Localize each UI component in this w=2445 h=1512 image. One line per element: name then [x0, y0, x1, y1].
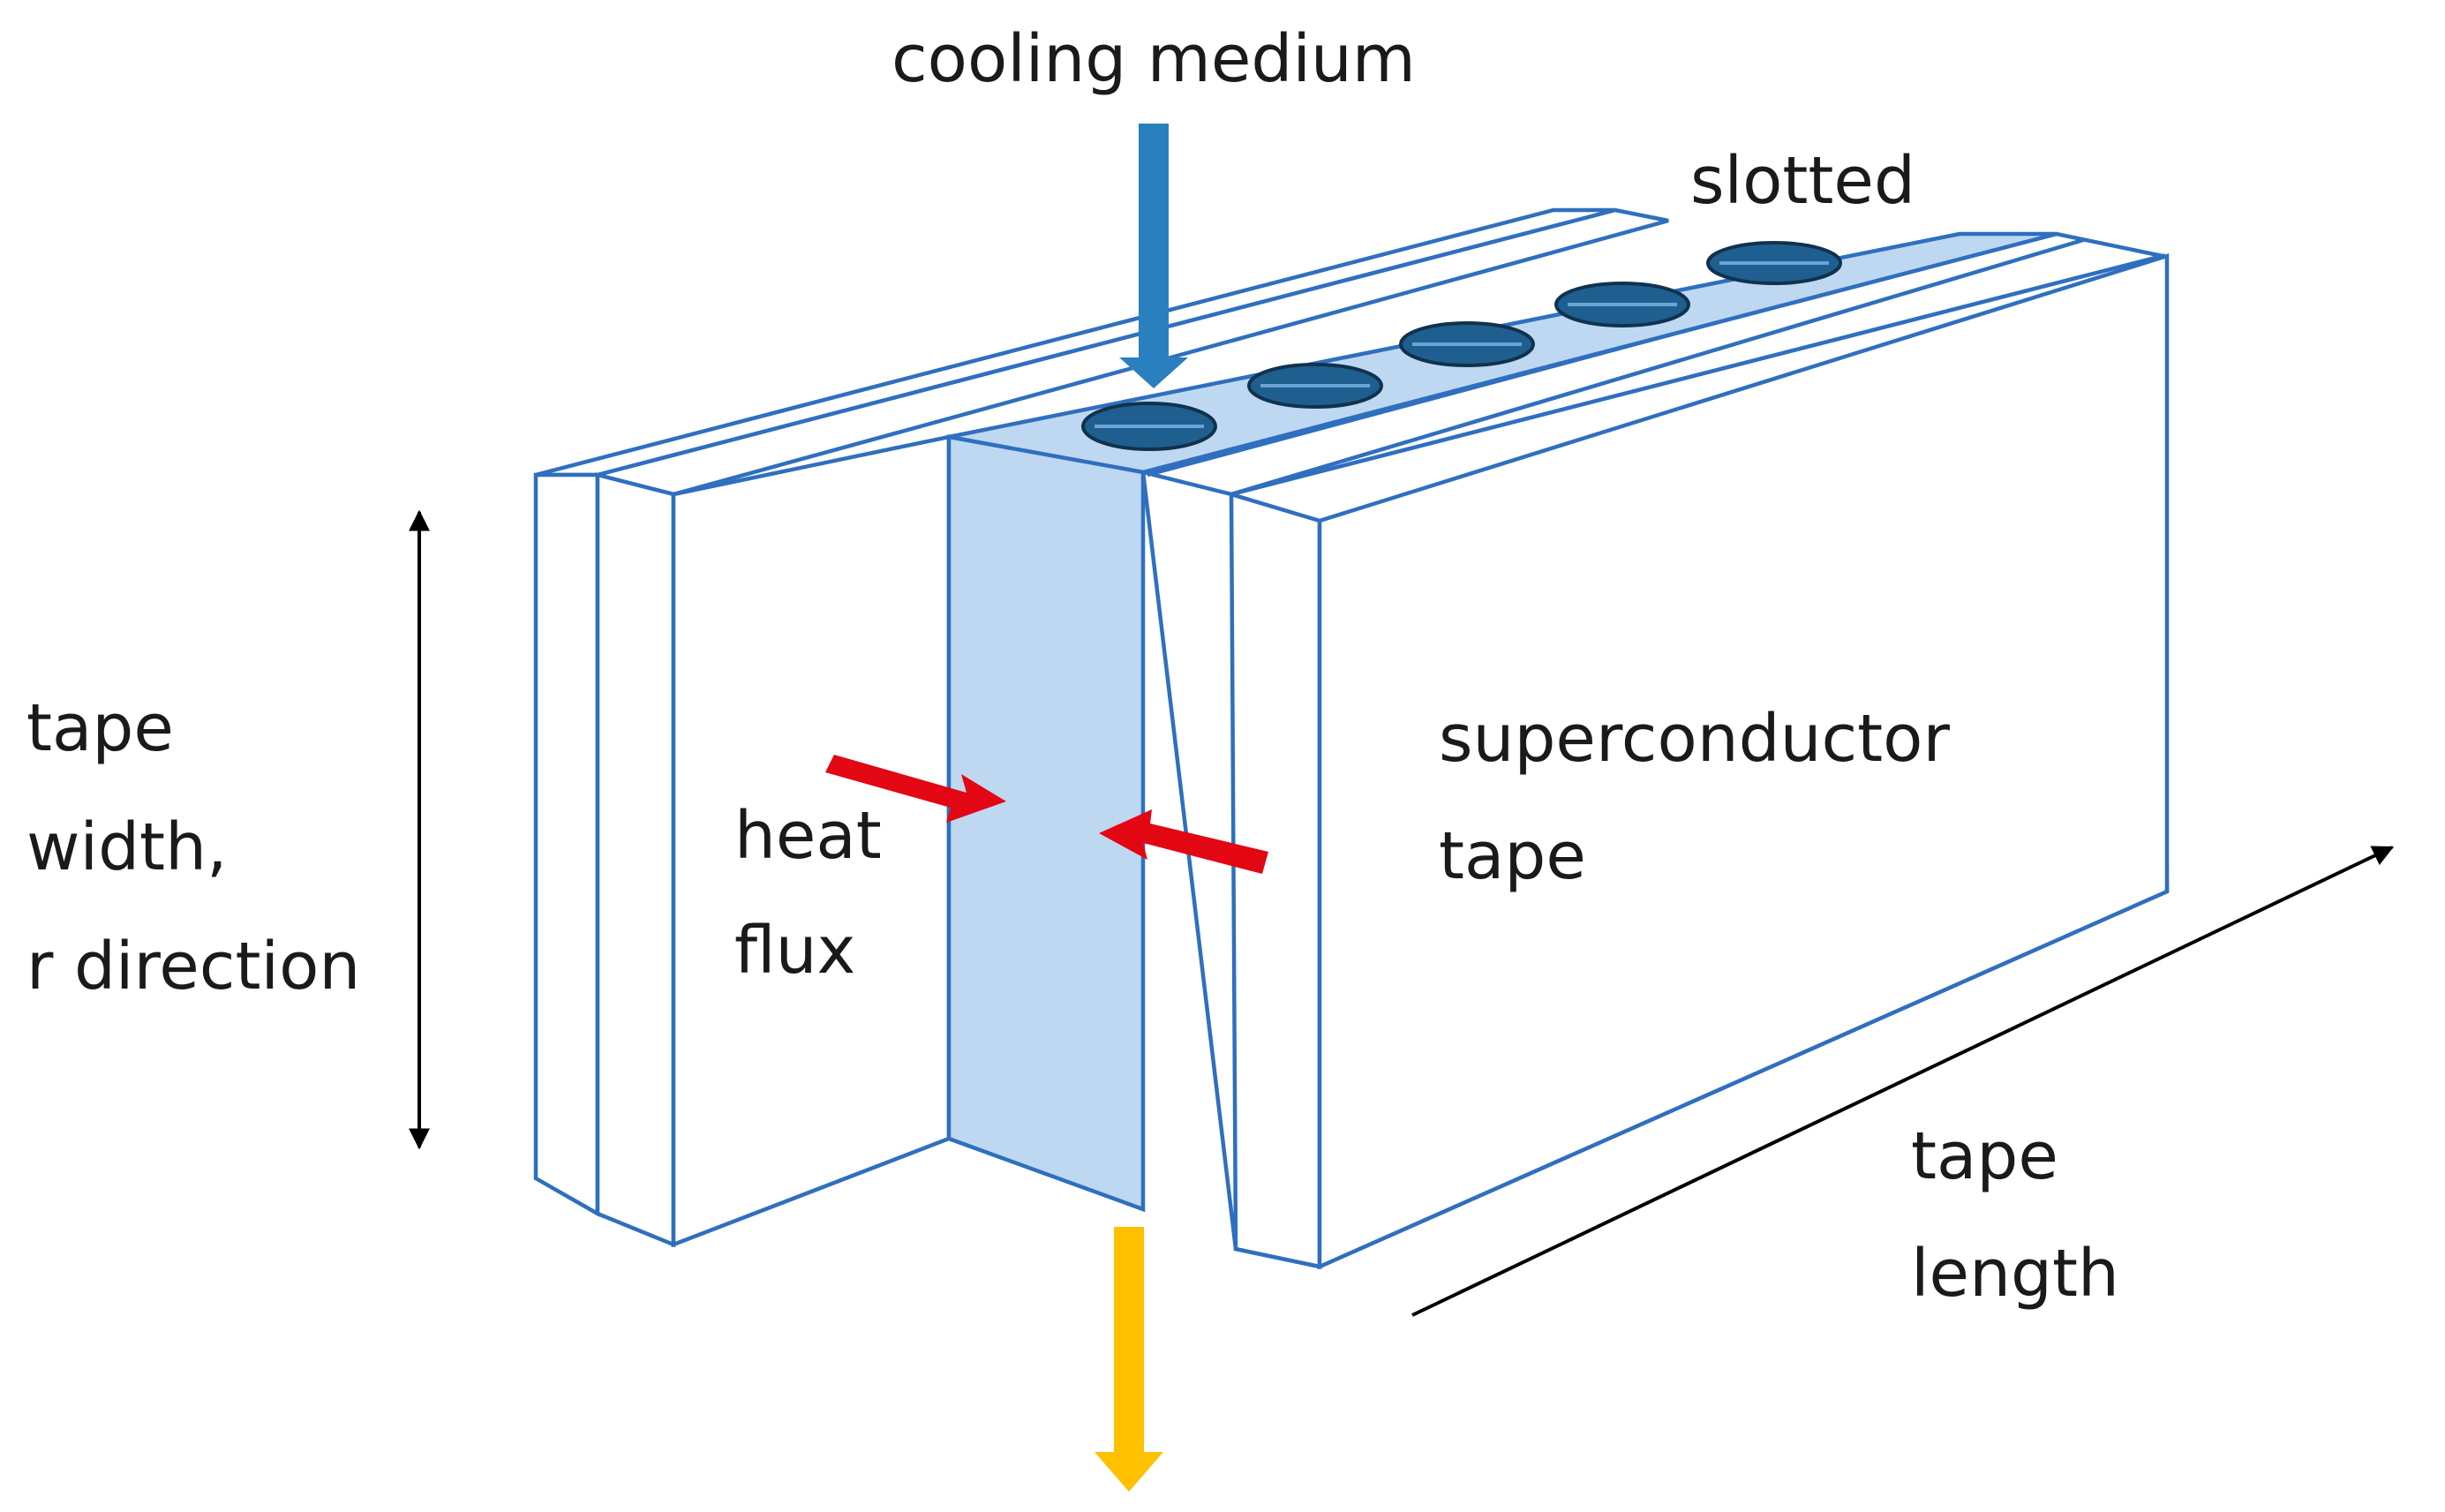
arrow-down-icon — [1095, 1227, 1163, 1492]
arrow-right-icon — [825, 755, 1006, 823]
cooling-medium-label: cooling medium — [891, 21, 1416, 97]
tape-width-label-line-1: tape — [26, 690, 174, 766]
tape-width-label-line-3: r direction — [26, 929, 360, 1004]
arrow-down-icon — [1119, 124, 1188, 388]
slot-row — [1081, 241, 1842, 451]
tape-length-label-line-1: tape — [1911, 1118, 2058, 1194]
heat-flux-label-line-1: heat — [734, 798, 882, 874]
left-tape-block — [533, 207, 1669, 1248]
arrow-right-icon — [1099, 809, 1268, 874]
superconductor-tape-label-line-1: superconductor — [1439, 701, 1950, 777]
tape-length-label-line-2: length — [1911, 1236, 2119, 1312]
arrow-diagonal-icon — [1411, 846, 2395, 1317]
superconductor-tape-block — [1140, 231, 2170, 1270]
slotted-label: slotted — [1690, 143, 1915, 219]
heat-flux-label-line-2: flux — [734, 913, 855, 989]
tape-width-label-line-2: width, — [26, 809, 228, 885]
superconductor-tape-label-line-2: tape — [1439, 818, 1586, 894]
